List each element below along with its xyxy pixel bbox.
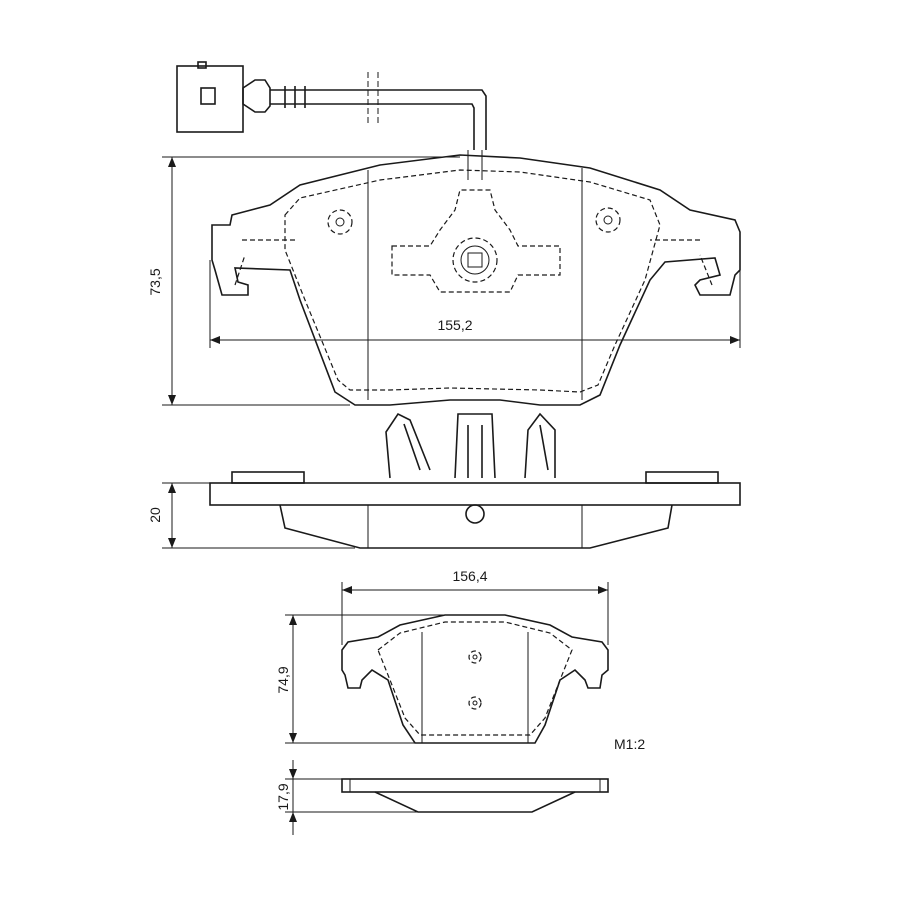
- dimension-height-top: 73,5: [147, 156, 460, 406]
- pad-front-view-bottom: [341, 614, 609, 744]
- dimension-height-bottom: 74,9: [275, 614, 445, 744]
- pad-front-view-top: [211, 150, 741, 406]
- dimension-width-top: 155,2: [209, 260, 741, 348]
- dimension-label-20: 20: [147, 507, 163, 523]
- pad-side-view-bottom: [341, 778, 609, 813]
- wear-sensor: [176, 61, 487, 150]
- dimension-thickness-bottom: 17,9: [275, 760, 418, 835]
- dimension-thickness-top: 20: [147, 482, 355, 549]
- dimension-label-73-5: 73,5: [147, 268, 163, 295]
- dimension-width-bottom: 156,4: [341, 568, 609, 645]
- scale-label: M1:2: [614, 736, 645, 752]
- dimension-label-17-9: 17,9: [275, 783, 291, 810]
- dimension-label-156-4: 156,4: [452, 568, 487, 584]
- dimension-label-74-9: 74,9: [275, 666, 291, 693]
- dimension-label-155-2: 155,2: [437, 317, 472, 333]
- pad-side-view-top: [209, 412, 741, 549]
